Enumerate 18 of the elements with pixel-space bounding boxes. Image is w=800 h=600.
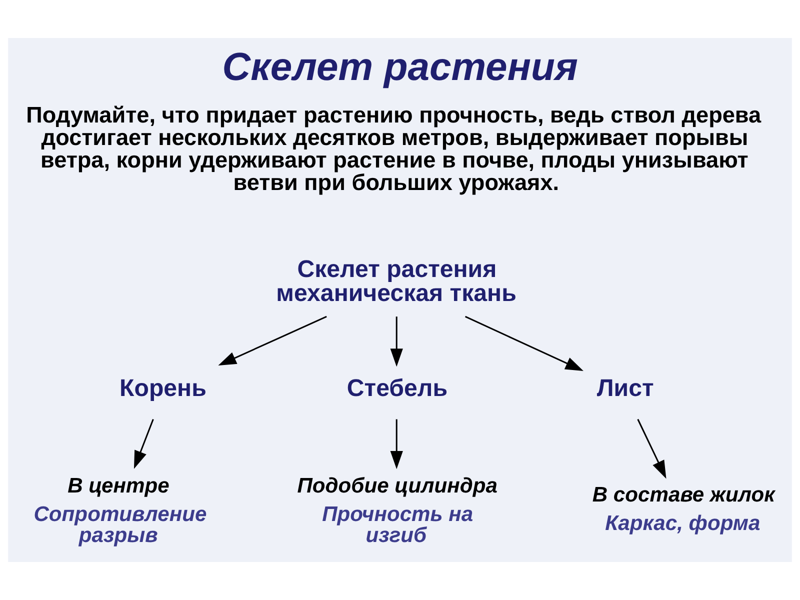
node-text: В составе жилок [592, 483, 775, 506]
label: Подумайте, что придает растению прочность, ведь ствол дерева достигает нескольких десятков метров, выдерживает порывы ветра, корни удерживают растение в почве, плоды унизывают ветви при больших урожаях. [26, 102, 762, 196]
arrow [464, 316, 584, 371]
node-label: Сопротивление разрыв [34, 502, 207, 547]
node-label: Прочность на изгиб [322, 502, 474, 547]
node-text: Корень [120, 375, 206, 402]
arrow [637, 418, 666, 479]
diagram-title: Скелет растения [222, 46, 578, 89]
arrow [390, 419, 403, 470]
arrow [390, 316, 403, 367]
node-text: Стебель [346, 375, 448, 402]
arrow [218, 316, 327, 366]
node-text: В центре [68, 474, 170, 498]
arrow [134, 418, 154, 469]
node-text: Лист [596, 375, 654, 402]
node-text: Подобие цилиндра [297, 474, 498, 498]
node-label: Каркас, форма [605, 512, 760, 535]
node-text: Скелет растения механическая ткань [276, 256, 516, 308]
